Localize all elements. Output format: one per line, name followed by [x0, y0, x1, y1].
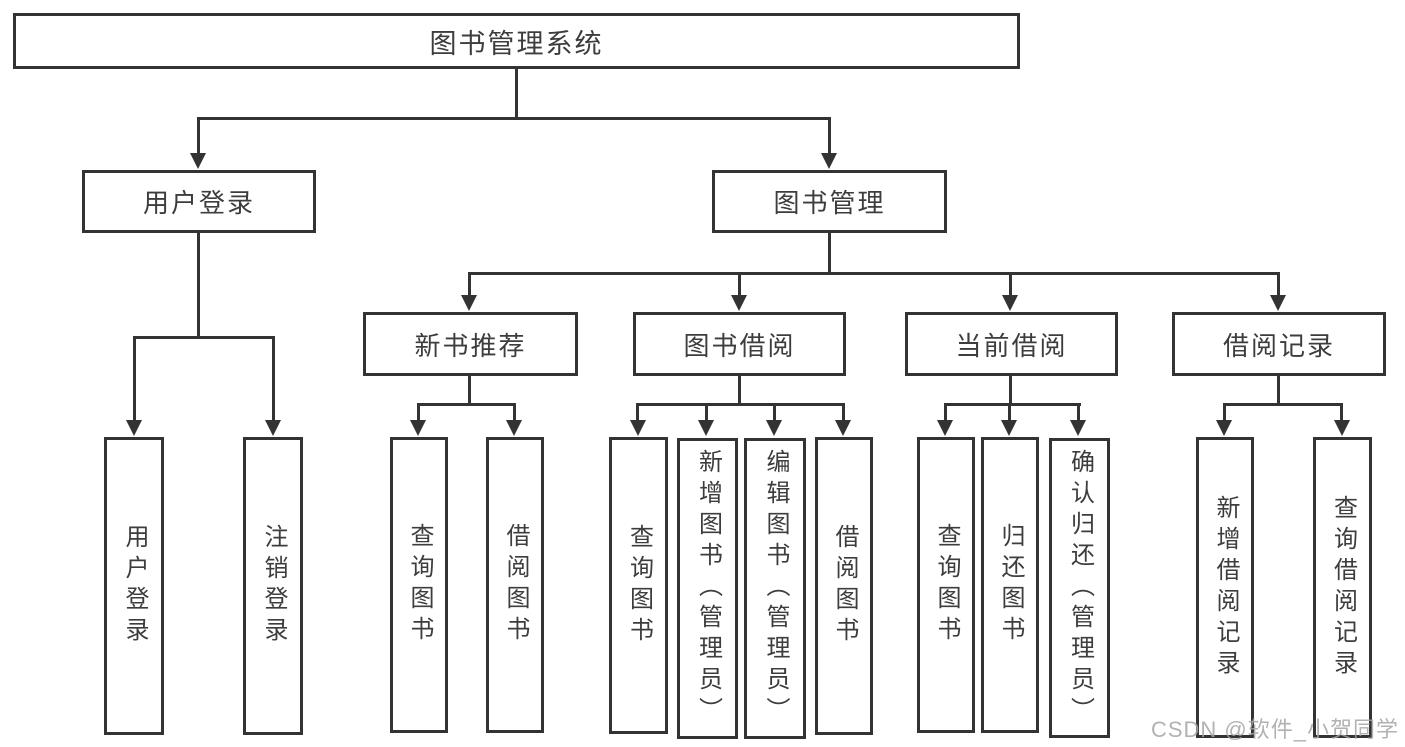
connector: [773, 403, 776, 424]
node-query-books-2-label: 查询图书: [625, 523, 653, 648]
node-query-books-3: 查询图书: [917, 437, 975, 733]
connector: [828, 233, 831, 274]
arrow-down-icon: [1270, 295, 1286, 311]
arrow-down-icon: [1334, 420, 1350, 436]
arrow-down-icon: [410, 420, 426, 436]
node-book-borrow: 图书借阅: [633, 312, 846, 376]
connector: [705, 403, 708, 424]
connector: [133, 336, 136, 424]
node-query-borrow-record-label: 查询借阅记录: [1329, 494, 1357, 681]
node-borrow-record-label: 借阅记录: [1222, 330, 1335, 361]
arrow-down-icon: [630, 420, 646, 436]
node-current-borrow-label: 当前借阅: [955, 330, 1068, 361]
connector: [197, 233, 200, 338]
arrow-down-icon: [190, 153, 206, 169]
connector: [515, 69, 518, 118]
connector: [468, 272, 471, 298]
node-query-books-2: 查询图书: [609, 437, 668, 734]
node-query-books-3-label: 查询图书: [933, 523, 960, 647]
node-root: 图书管理系统: [13, 13, 1020, 69]
connector: [417, 403, 420, 424]
node-book-management: 图书管理: [712, 170, 947, 233]
connector: [1223, 403, 1226, 424]
arrow-down-icon: [461, 295, 477, 311]
node-borrow-books-1: 借阅图书: [486, 437, 544, 733]
arrow-down-icon: [937, 420, 953, 436]
node-edit-books-admin-label: 编辑图书（管理员）: [762, 449, 789, 728]
connector: [1340, 403, 1343, 424]
connector: [828, 117, 831, 157]
connector: [468, 272, 1280, 275]
connector: [1223, 403, 1343, 406]
node-query-books-1-label: 查询图书: [406, 523, 433, 647]
arrow-down-icon: [265, 420, 281, 436]
node-confirm-return-admin: 确认归还（管理员）: [1049, 438, 1110, 738]
arrow-down-icon: [1001, 420, 1017, 436]
arrow-down-icon: [766, 420, 782, 436]
connector: [1009, 272, 1012, 298]
connector: [197, 117, 200, 157]
connector: [1077, 403, 1080, 424]
connector: [944, 403, 947, 424]
node-edit-books-admin: 编辑图书（管理员）: [744, 438, 806, 739]
node-add-borrow-record: 新增借阅记录: [1196, 437, 1254, 738]
arrow-down-icon: [1070, 420, 1086, 436]
node-user-login-leaf: 用户登录: [104, 437, 164, 735]
node-logout-leaf: 注销登录: [243, 437, 303, 735]
node-return-books: 归还图书: [981, 437, 1039, 733]
node-user-login-leaf-label: 用户登录: [121, 524, 148, 648]
node-root-label: 图书管理系统: [429, 28, 604, 59]
connector: [468, 376, 471, 405]
connector: [272, 336, 275, 424]
connector: [636, 403, 845, 406]
connector: [738, 376, 741, 405]
connector: [944, 403, 1081, 406]
arrow-down-icon: [1216, 420, 1232, 436]
csdn-watermark: CSDN @软件_小贺同学: [1150, 717, 1399, 742]
arrow-down-icon: [506, 420, 522, 436]
connector: [1277, 272, 1280, 298]
connector: [1009, 376, 1012, 405]
connector: [1008, 403, 1011, 424]
node-borrow-books-2: 借阅图书: [815, 437, 873, 735]
arrow-down-icon: [731, 295, 747, 311]
node-add-borrow-record-label: 新增借阅记录: [1212, 494, 1239, 681]
node-logout-leaf-label: 注销登录: [260, 524, 287, 648]
node-new-book-recommend: 新书推荐: [363, 312, 578, 376]
arrow-down-icon: [821, 153, 837, 169]
node-current-borrow: 当前借阅: [905, 312, 1118, 376]
node-add-books-admin-label: 新增图书（管理员）: [694, 449, 722, 728]
node-borrow-books-2-label: 借阅图书: [831, 524, 858, 648]
node-new-book-recommend-label: 新书推荐: [414, 330, 527, 361]
connector: [133, 336, 275, 339]
node-confirm-return-admin-label: 确认归还（管理员）: [1066, 448, 1094, 728]
node-user-login: 用户登录: [82, 170, 316, 233]
connector: [1277, 376, 1280, 405]
arrow-down-icon: [1002, 295, 1018, 311]
connector: [636, 403, 639, 424]
node-query-books-1: 查询图书: [390, 437, 448, 733]
connector: [738, 272, 741, 298]
connector: [842, 403, 845, 424]
node-return-books-label: 归还图书: [997, 523, 1024, 647]
arrow-down-icon: [835, 420, 851, 436]
connector: [417, 403, 516, 406]
node-add-books-admin: 新增图书（管理员）: [677, 438, 738, 739]
node-borrow-record: 借阅记录: [1172, 312, 1386, 376]
connector: [513, 403, 516, 424]
node-borrow-books-1-label: 借阅图书: [502, 523, 529, 647]
arrow-down-icon: [698, 420, 714, 436]
node-user-login-label: 用户登录: [142, 188, 255, 218]
node-book-borrow-label: 图书借阅: [683, 330, 796, 361]
connector: [197, 117, 831, 120]
node-book-management-label: 图书管理: [773, 188, 886, 218]
node-query-borrow-record: 查询借阅记录: [1313, 437, 1372, 738]
arrow-down-icon: [126, 420, 142, 436]
